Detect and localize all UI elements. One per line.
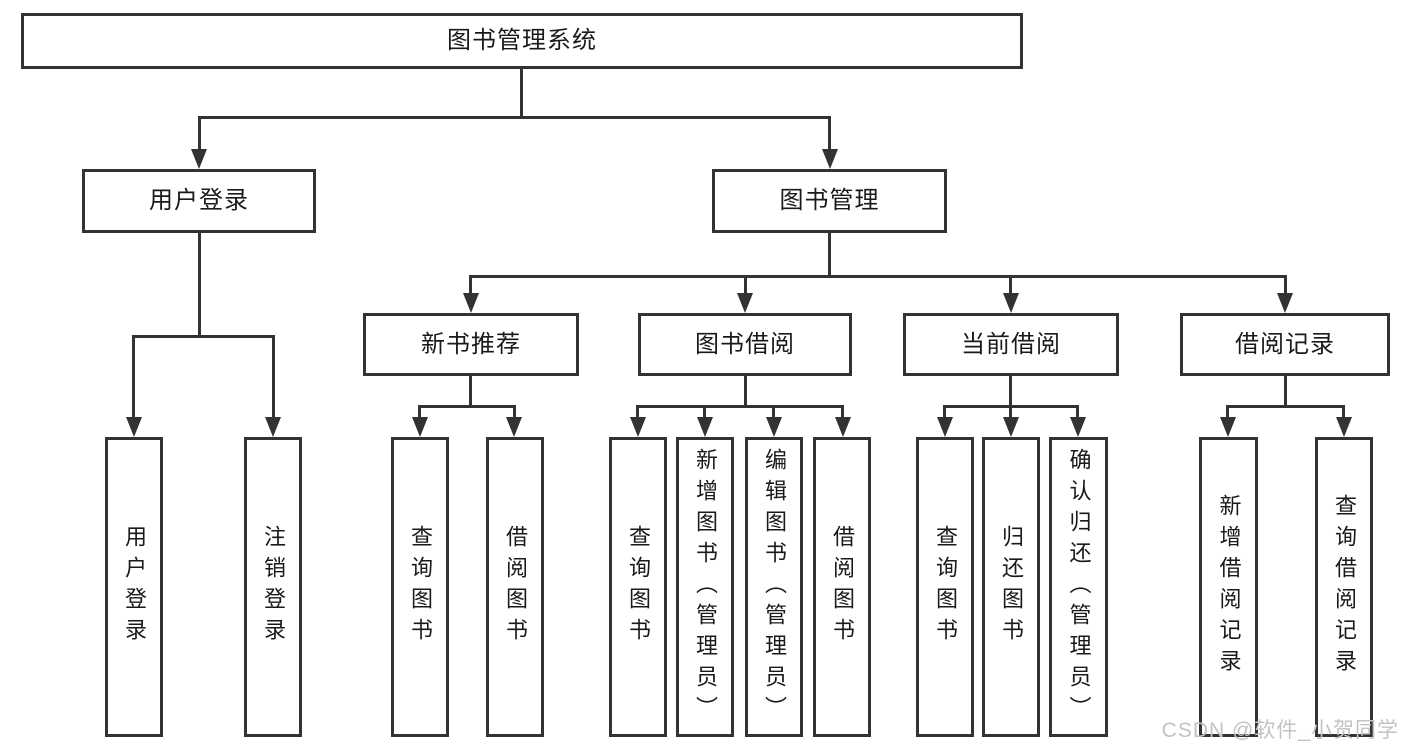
arrowhead-icon xyxy=(1336,417,1352,437)
connector-drop xyxy=(418,405,421,420)
connector-book-borrow-branch xyxy=(636,405,844,408)
leaf-nb-borrow-label: 借阅图书 xyxy=(503,525,528,649)
arrowhead-icon xyxy=(630,417,646,437)
connector-drop xyxy=(513,405,516,420)
connector-user-login-branch xyxy=(132,335,275,338)
arrowhead-icon xyxy=(506,417,522,437)
arrowhead-icon xyxy=(1003,293,1019,313)
leaf-bb-edit-label: 编辑图书（管理员） xyxy=(762,447,787,727)
leaf-cb-confirm: 确认归还（管理员） xyxy=(1049,437,1108,737)
arrowhead-icon xyxy=(737,293,753,313)
connector-borrow-records-stem xyxy=(1284,376,1287,407)
connector-drop xyxy=(841,405,844,420)
leaf-cb-query-label: 查询图书 xyxy=(933,525,958,649)
leaf-bb-query-label: 查询图书 xyxy=(626,525,651,649)
connector-drop xyxy=(469,275,472,295)
connector-root-stem xyxy=(520,69,523,117)
leaf-bb-borrow-label: 借阅图书 xyxy=(830,525,855,649)
leaf-nb-query: 查询图书 xyxy=(391,437,449,737)
connector-drop xyxy=(828,116,831,152)
node-book-borrow-label: 图书借阅 xyxy=(695,330,795,358)
arrowhead-icon xyxy=(766,417,782,437)
leaf-logout-label: 注销登录 xyxy=(261,525,286,649)
connector-drop xyxy=(198,116,201,152)
node-current-borrow-label: 当前借阅 xyxy=(961,330,1061,358)
arrowhead-icon xyxy=(1070,417,1086,437)
node-book-mgmt: 图书管理 xyxy=(712,169,947,233)
node-book-mgmt-label: 图书管理 xyxy=(779,187,880,214)
leaf-cb-query: 查询图书 xyxy=(916,437,974,737)
leaf-br-add: 新增借阅记录 xyxy=(1199,437,1258,737)
arrowhead-icon xyxy=(412,417,428,437)
leaf-bb-query: 查询图书 xyxy=(609,437,667,737)
arrowhead-icon xyxy=(1277,293,1293,313)
connector-drop xyxy=(1009,275,1012,295)
arrowhead-icon xyxy=(835,417,851,437)
connector-drop xyxy=(1342,405,1345,420)
leaf-nb-query-label: 查询图书 xyxy=(408,525,433,649)
leaf-br-add-label: 新增借阅记录 xyxy=(1216,494,1242,680)
connector-drop xyxy=(1226,405,1229,420)
leaf-bb-borrow: 借阅图书 xyxy=(813,437,871,737)
arrowhead-icon xyxy=(126,417,142,437)
node-borrow-records: 借阅记录 xyxy=(1180,313,1390,376)
arrowhead-icon xyxy=(822,149,838,169)
leaf-user-login: 用户登录 xyxy=(105,437,163,737)
node-root-label: 图书管理系统 xyxy=(447,27,597,54)
connector-root-branch xyxy=(198,116,831,119)
leaf-cb-return: 归还图书 xyxy=(982,437,1040,737)
connector-drop xyxy=(1009,405,1012,420)
leaf-bb-add: 新增图书（管理员） xyxy=(676,437,734,737)
watermark: CSDN @软件_小贺同学 xyxy=(1161,719,1399,742)
arrowhead-icon xyxy=(265,417,281,437)
arrowhead-icon xyxy=(1220,417,1236,437)
connector-drop xyxy=(1284,275,1287,295)
arrowhead-icon xyxy=(937,417,953,437)
leaf-bb-edit: 编辑图书（管理员） xyxy=(745,437,803,737)
node-current-borrow: 当前借阅 xyxy=(903,313,1119,376)
connector-current-borrow-stem xyxy=(1009,376,1012,407)
connector-drop xyxy=(636,405,639,420)
connector-user-login-stem xyxy=(198,233,201,337)
leaf-bb-add-label: 新增图书（管理员） xyxy=(693,447,718,727)
connector-drop xyxy=(132,335,135,419)
connector-new-book-rec-branch xyxy=(418,405,516,408)
connector-drop xyxy=(1076,405,1079,420)
connector-drop xyxy=(943,405,946,420)
node-root: 图书管理系统 xyxy=(21,13,1023,69)
connector-book-mgmt-stem xyxy=(828,233,831,277)
connector-drop xyxy=(272,335,275,419)
arrowhead-icon xyxy=(191,149,207,169)
leaf-cb-return-label: 归还图书 xyxy=(999,525,1024,649)
node-user-login-label: 用户登录 xyxy=(149,187,249,214)
arrowhead-icon xyxy=(697,417,713,437)
node-book-borrow: 图书借阅 xyxy=(638,313,852,376)
arrowhead-icon xyxy=(1003,417,1019,437)
connector-book-borrow-stem xyxy=(744,376,747,407)
connector-drop xyxy=(744,275,747,295)
leaf-br-query-label: 查询借阅记录 xyxy=(1332,494,1357,680)
connector-borrow-records-branch xyxy=(1226,405,1345,408)
arrowhead-icon xyxy=(463,293,479,313)
node-user-login: 用户登录 xyxy=(82,169,316,233)
connector-drop xyxy=(772,405,775,420)
leaf-br-query: 查询借阅记录 xyxy=(1315,437,1373,737)
node-new-book-rec: 新书推荐 xyxy=(363,313,579,376)
connector-book-mgmt-branch xyxy=(469,275,1287,278)
connector-new-book-rec-stem xyxy=(469,376,472,407)
leaf-cb-confirm-label: 确认归还（管理员） xyxy=(1066,447,1092,727)
connector-drop xyxy=(703,405,706,420)
leaf-nb-borrow: 借阅图书 xyxy=(486,437,544,737)
node-borrow-records-label: 借阅记录 xyxy=(1235,330,1335,358)
leaf-user-login-label: 用户登录 xyxy=(122,525,147,649)
leaf-logout: 注销登录 xyxy=(244,437,302,737)
node-new-book-rec-label: 新书推荐 xyxy=(421,330,521,358)
